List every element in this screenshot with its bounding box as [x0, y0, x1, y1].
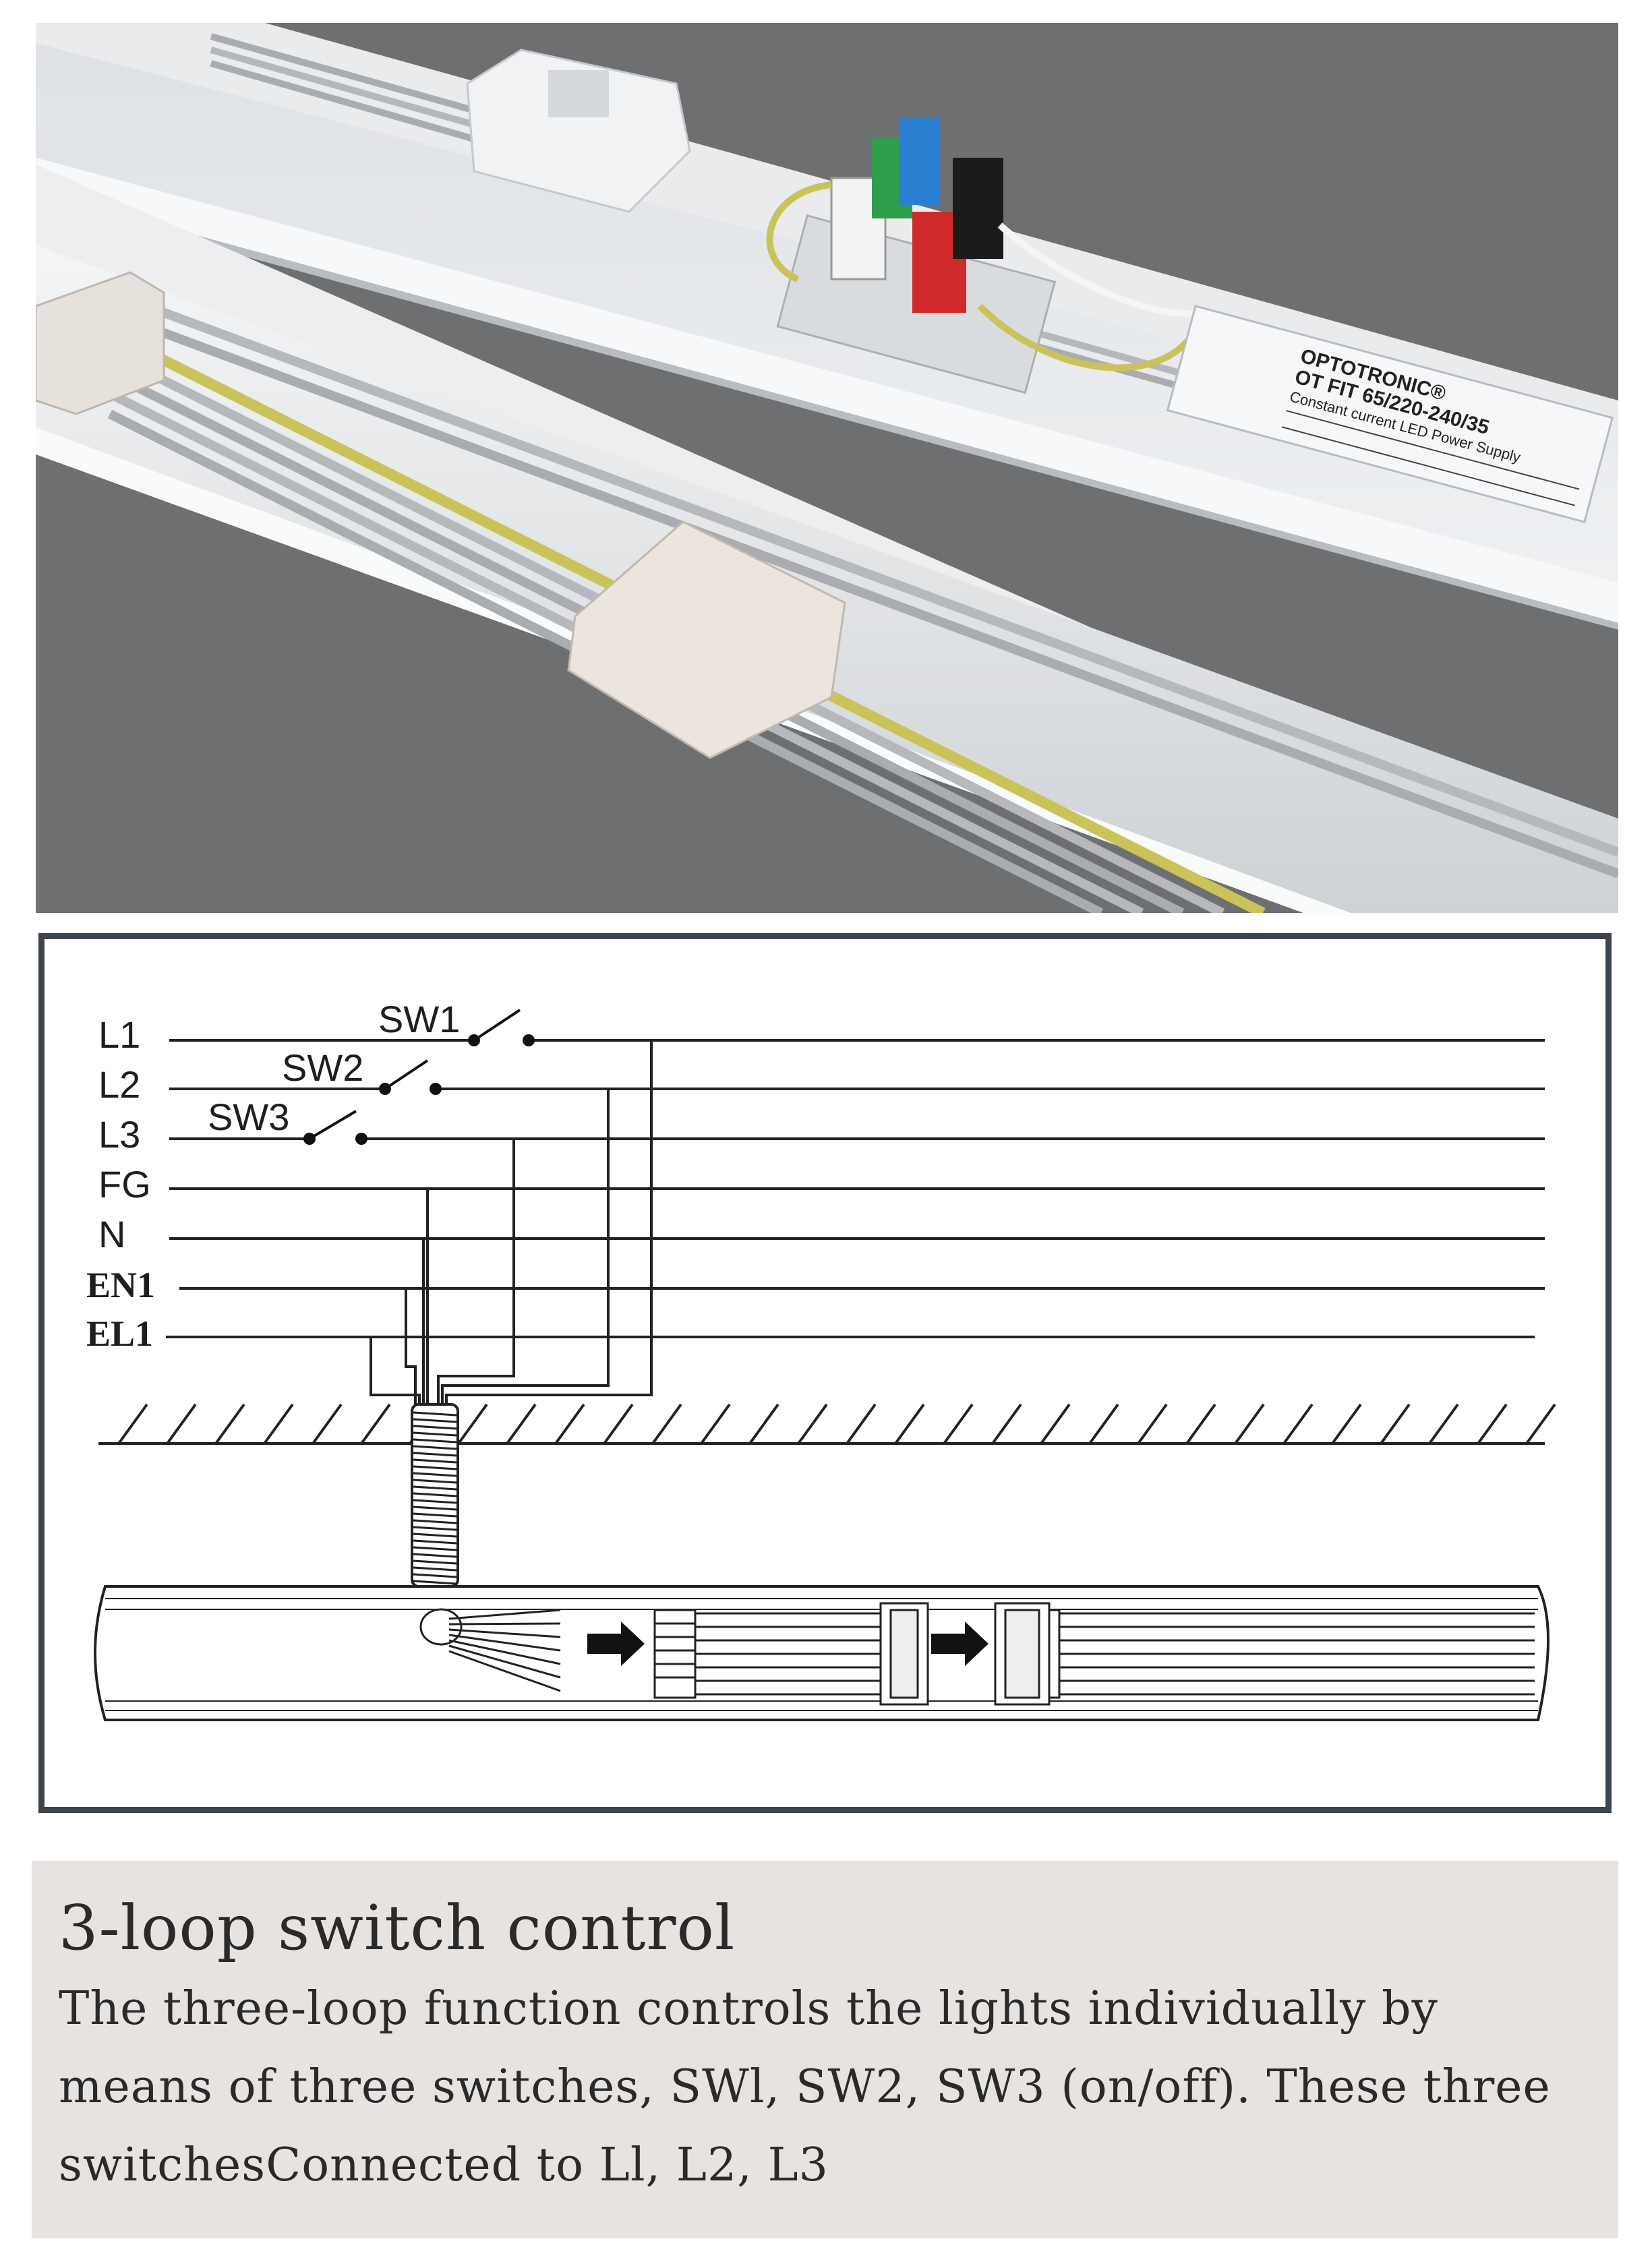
coil-ring: [413, 1553, 457, 1558]
coil-ring: [413, 1539, 457, 1545]
hatch-mark: [748, 1403, 779, 1445]
switch-label-sw1: SW1: [378, 998, 460, 1040]
wiring-diagram: L1 L2 L3 FG N EN1 EL1 SW1 SW2 SW3: [38, 933, 1612, 1813]
hatch-mark: [1137, 1403, 1168, 1445]
coil-ring: [413, 1458, 457, 1464]
hatch-mark: [1040, 1403, 1071, 1445]
upper-connector-block: [466, 49, 691, 213]
coil-ring: [413, 1559, 457, 1565]
hatch-mark: [506, 1403, 537, 1445]
caption-body: The three-loop function controls the lig…: [59, 1982, 1551, 2192]
coil-ring: [413, 1526, 457, 1531]
switch-label-sw2: SW2: [282, 1046, 363, 1089]
coil-ring: [413, 1431, 457, 1437]
line-label-n: N: [98, 1213, 125, 1255]
coil-ring: [413, 1445, 457, 1450]
hatch-mark: [166, 1403, 197, 1445]
line-label-el1: EL1: [86, 1313, 153, 1354]
coil-ring: [413, 1438, 457, 1443]
hatch-mark: [312, 1403, 343, 1445]
line-label-l1: L1: [98, 1013, 140, 1056]
switch-sw2: [379, 1059, 442, 1095]
drop-wires: [370, 1040, 653, 1458]
hatch-mark: [894, 1403, 925, 1445]
hatch-mark: [1525, 1403, 1556, 1445]
line-label-fg: FG: [98, 1163, 151, 1206]
coil-ring: [413, 1566, 457, 1572]
coil-ring: [413, 1506, 457, 1511]
conduit-coil: [411, 1403, 459, 1588]
hatch-mark: [457, 1403, 488, 1445]
hatch-mark: [1234, 1403, 1265, 1445]
switch-sw1: [468, 1009, 535, 1046]
hatch-mark: [797, 1403, 828, 1445]
coil-ring: [413, 1512, 457, 1518]
hatch-mark: [554, 1403, 585, 1445]
coil-ring: [413, 1452, 457, 1457]
hatch-mark: [360, 1403, 391, 1445]
hatch-mark: [1088, 1403, 1119, 1445]
hatch-mark: [1282, 1403, 1314, 1445]
hatch-mark: [1477, 1403, 1508, 1445]
connector-plug: [653, 1602, 929, 1706]
wire-fanout: [419, 1608, 561, 1692]
coil-ring: [413, 1472, 457, 1477]
connector-socket: [994, 1602, 1535, 1706]
coil-ring: [413, 1580, 457, 1585]
coil-ring: [413, 1499, 457, 1504]
hatch-mark: [117, 1403, 148, 1445]
coil-ring: [413, 1411, 457, 1417]
line-label-en1: EN1: [86, 1265, 155, 1305]
lower-connectors: [36, 271, 846, 759]
coil-ring: [413, 1573, 457, 1578]
coil-ring: [413, 1425, 457, 1430]
coil-ring: [413, 1546, 457, 1551]
hatch-mark: [1380, 1403, 1411, 1445]
hatch-mark: [214, 1403, 245, 1445]
bus-lines: [166, 1039, 1545, 1338]
hatch-mark: [1185, 1403, 1216, 1445]
caption-title: 3-loop switch control: [59, 1892, 736, 1964]
hatch-mark: [651, 1403, 682, 1445]
track-photo-illustration: OPTOTRONIC® OT FIT 65/220-240/35 Constan…: [36, 23, 1618, 913]
hatch-mark: [1428, 1403, 1459, 1445]
line-label-l2: L2: [98, 1063, 140, 1106]
terminal-block: [766, 117, 1203, 394]
arrow-right-icon: [931, 1621, 989, 1666]
coil-ring: [413, 1519, 457, 1524]
coil-ring: [413, 1492, 457, 1497]
caption-panel: 3-loop switch control The three-loop fun…: [32, 1861, 1618, 2238]
hatch-mark: [263, 1403, 294, 1445]
wiring-diagram-svg: L1 L2 L3 FG N EN1 EL1 SW1 SW2 SW3: [86, 998, 1556, 1721]
hatch-mark: [846, 1403, 877, 1445]
hatch-mark: [1331, 1403, 1362, 1445]
ceiling-surface: [98, 1403, 1556, 1445]
switch-sw3: [303, 1110, 367, 1145]
hatch-mark: [603, 1403, 634, 1445]
line-label-l3: L3: [98, 1113, 140, 1156]
hatch-mark: [943, 1403, 974, 1445]
product-photo: OPTOTRONIC® OT FIT 65/220-240/35 Constan…: [36, 23, 1618, 913]
hatch-mark: [991, 1403, 1022, 1445]
coil-ring: [413, 1485, 457, 1491]
hatch-mark: [700, 1403, 731, 1445]
arrow-right-icon: [587, 1621, 645, 1666]
coil-ring: [413, 1418, 457, 1423]
coil-ring: [413, 1479, 457, 1484]
switch-label-sw3: SW3: [208, 1096, 289, 1138]
coil-ring: [413, 1465, 457, 1470]
coil-ring: [413, 1532, 457, 1538]
